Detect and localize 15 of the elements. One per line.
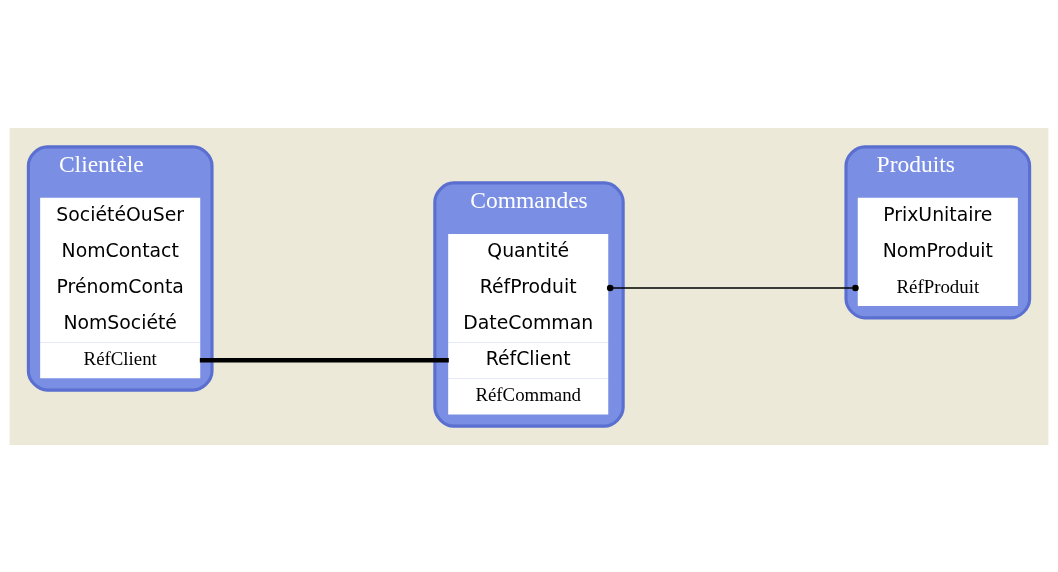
node-box: SociétéOuSer [40, 197, 201, 234]
node-box: PrénomConta [40, 269, 201, 306]
connector [606, 284, 859, 291]
connector [199, 357, 449, 363]
node-box: RéfCommand [448, 377, 609, 414]
node-box: Quantité [448, 233, 609, 270]
node-box: NomContact [40, 233, 201, 270]
node-box: PrixUnitaire [857, 197, 1018, 234]
node-box: DateComman [448, 305, 609, 342]
node-box: NomSociété [40, 305, 201, 342]
node-box: RéfProduit [448, 269, 609, 306]
node-box: RéfProduit [857, 269, 1018, 306]
node-box: RéfClient [40, 341, 201, 378]
node-box: NomProduit [857, 233, 1018, 270]
node-box: RéfClient [448, 341, 609, 378]
